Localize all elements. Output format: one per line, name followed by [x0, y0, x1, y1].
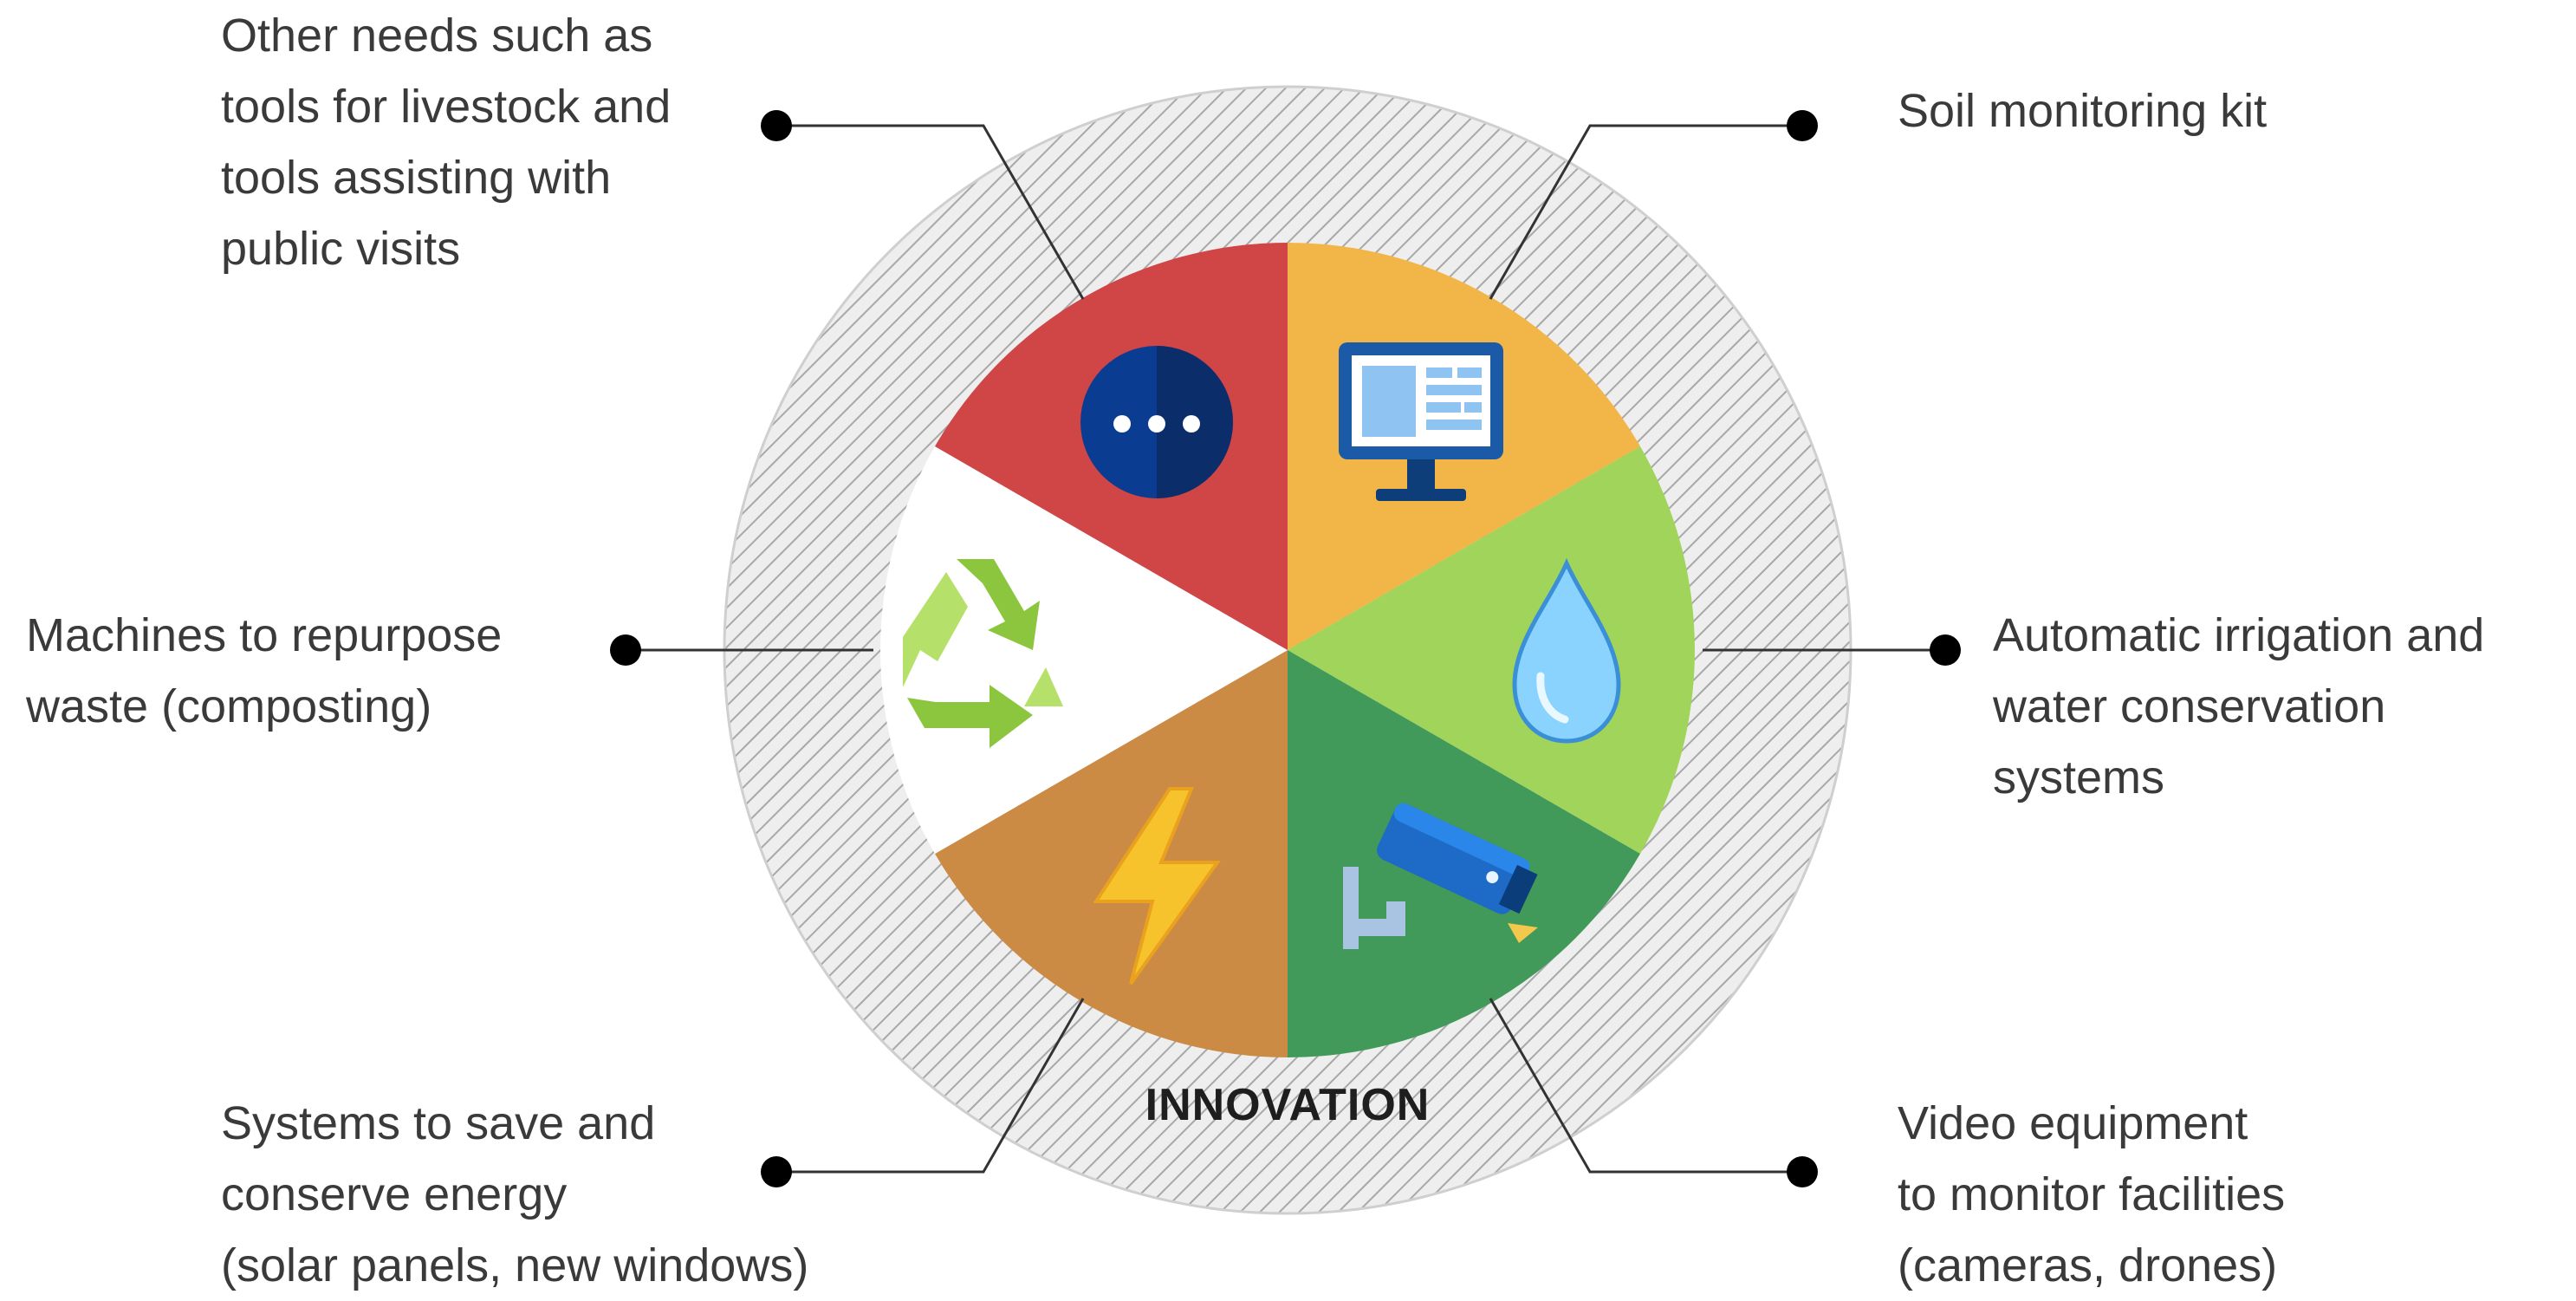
dot-other-needs	[761, 110, 792, 141]
water-drop-icon	[1512, 557, 1621, 744]
segment-waste	[880, 446, 1288, 854]
dot-video-equipment	[1787, 1156, 1818, 1187]
more-dots-icon	[1080, 346, 1233, 498]
recycle-icon	[903, 559, 1063, 748]
connector-video-equipment	[1489, 998, 1802, 1174]
label-other-needs: Other needs such as tools for livestock …	[221, 10, 672, 275]
center-label-innovation: INNOVATION	[1145, 1080, 1431, 1130]
segment-energy	[935, 650, 1288, 1057]
connector-other-needs	[780, 124, 1085, 300]
dot-soil-monitoring	[1787, 110, 1818, 141]
label-waste: Machines to repurpose waste (composting)	[26, 609, 503, 732]
segment-irrigation	[1288, 446, 1695, 854]
connectors	[626, 124, 1945, 1174]
dot-waste	[610, 634, 641, 666]
computer-monitor-icon	[1339, 342, 1503, 501]
connector-dots	[610, 110, 1961, 1187]
label-energy: Systems to save and conserve energy (sol…	[221, 1097, 809, 1291]
connector-soil-monitoring	[1489, 124, 1802, 300]
label-soil-monitoring: Soil monitoring kit	[1898, 85, 2268, 137]
dot-energy	[761, 1156, 792, 1187]
label-video-equipment: Video equipment to monitor facilities (c…	[1898, 1097, 2286, 1291]
label-irrigation: Automatic irrigation and water conservat…	[1993, 609, 2485, 803]
connector-energy	[780, 998, 1085, 1174]
security-camera-icon	[1343, 803, 1538, 949]
lightning-bolt-icon	[1093, 787, 1221, 986]
dot-irrigation	[1930, 634, 1961, 666]
